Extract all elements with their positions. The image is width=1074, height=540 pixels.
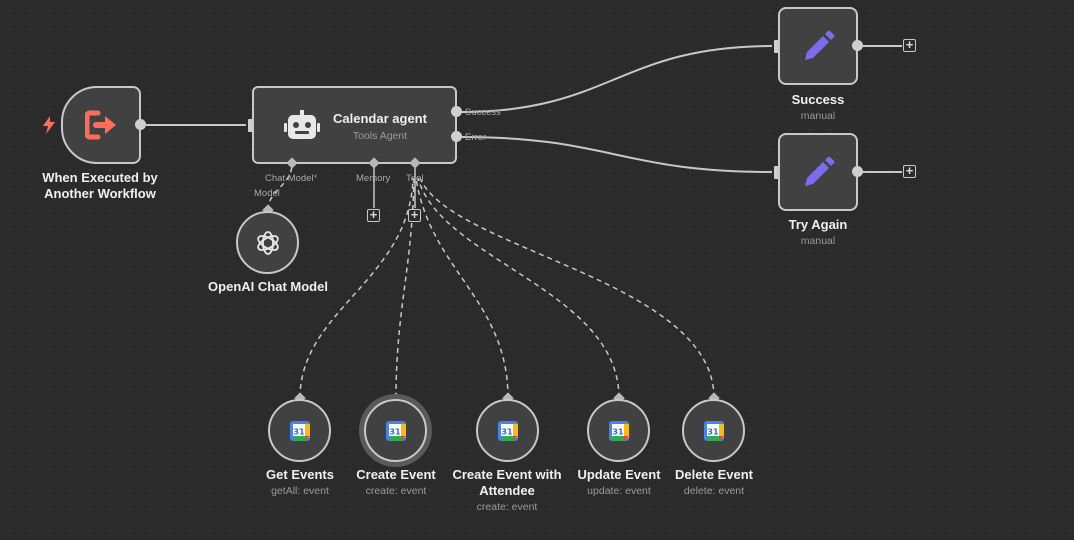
edge-agent-success <box>460 45 773 113</box>
robot-icon <box>284 110 320 139</box>
trigger-title: When Executed by Another Workflow <box>42 170 158 201</box>
tool-port-label: Tool <box>406 173 424 184</box>
agent-input-port[interactable] <box>248 119 254 132</box>
openai-model-port-label: Model <box>254 188 280 199</box>
google-calendar-icon: 31 <box>289 420 310 441</box>
success-title: Success <box>791 92 845 107</box>
svg-text:31: 31 <box>612 427 624 436</box>
create-event-attendee-node[interactable]: 31 <box>476 399 539 462</box>
tryagain-add-button[interactable]: + <box>903 164 916 178</box>
edge-tool-createattendee <box>415 177 509 399</box>
success-node[interactable] <box>778 7 858 85</box>
create-event-subtitle: create: event <box>365 485 427 497</box>
agent-success-port[interactable] <box>451 106 462 117</box>
edge-tool-deleteevent <box>419 177 715 399</box>
add-tool-button[interactable]: + <box>408 208 421 222</box>
delete-event-node[interactable]: 31 <box>682 399 745 462</box>
google-calendar-icon: 31 <box>385 420 406 441</box>
delete-event-subtitle: delete: event <box>683 485 745 497</box>
create-event-attendee-subtitle: create: event <box>476 501 538 513</box>
trigger-node[interactable] <box>61 86 141 164</box>
google-calendar-icon: 31 <box>497 420 518 441</box>
memory-port-label: Memory <box>356 173 391 184</box>
update-event-title: Update Event <box>577 467 661 482</box>
success-subtitle: manual <box>800 110 836 122</box>
chat-model-port-label: Chat Model* <box>265 173 318 184</box>
update-event-subtitle: update: event <box>587 485 651 497</box>
get-events-title: Get Events <box>266 467 334 482</box>
agent-title: Calendar agent <box>333 111 427 126</box>
pencil-icon <box>805 30 835 60</box>
svg-text:31: 31 <box>501 427 513 436</box>
svg-text:31: 31 <box>293 427 305 436</box>
success-add-button[interactable]: + <box>903 38 916 52</box>
edge-model-agent <box>267 163 293 211</box>
edge-agent-tryagain <box>460 136 773 173</box>
delete-event-title: Delete Event <box>674 467 754 482</box>
agent-error-port[interactable] <box>451 131 462 142</box>
get-events-subtitle: getAll: event <box>271 485 329 497</box>
sign-out-icon <box>85 110 116 140</box>
create-event-node[interactable]: 31 <box>364 399 427 462</box>
agent-success-label: Success <box>465 107 501 118</box>
openai-title: OpenAI Chat Model <box>208 279 328 294</box>
create-event-attendee-title: Create Event with Attendee <box>452 467 562 498</box>
edge-tool-updateevent <box>417 177 620 399</box>
agent-error-label: Error <box>465 132 487 143</box>
try-again-title: Try Again <box>788 217 848 232</box>
openai-icon <box>257 231 279 255</box>
get-events-node[interactable]: 31 <box>268 399 331 462</box>
svg-text:31: 31 <box>707 427 719 436</box>
google-calendar-icon: 31 <box>703 420 724 441</box>
svg-text:31: 31 <box>389 427 401 436</box>
pencil-icon <box>805 156 835 186</box>
trigger-output-port[interactable] <box>135 119 146 130</box>
lightning-icon <box>43 116 55 134</box>
try-again-node[interactable] <box>778 133 858 211</box>
agent-subtitle: Tools Agent <box>352 130 408 142</box>
tryagain-input-port[interactable] <box>774 166 780 179</box>
try-again-subtitle: manual <box>800 235 836 247</box>
google-calendar-icon: 31 <box>608 420 629 441</box>
update-event-node[interactable]: 31 <box>587 399 650 462</box>
create-event-title: Create Event <box>356 467 436 482</box>
calendar-agent-node[interactable]: Calendar agent Tools Agent <box>252 86 457 164</box>
success-input-port[interactable] <box>774 40 780 53</box>
openai-chat-model-node[interactable] <box>236 211 299 274</box>
add-memory-button[interactable]: + <box>367 208 380 222</box>
success-output-port[interactable] <box>852 40 863 51</box>
tryagain-output-port[interactable] <box>852 166 863 177</box>
